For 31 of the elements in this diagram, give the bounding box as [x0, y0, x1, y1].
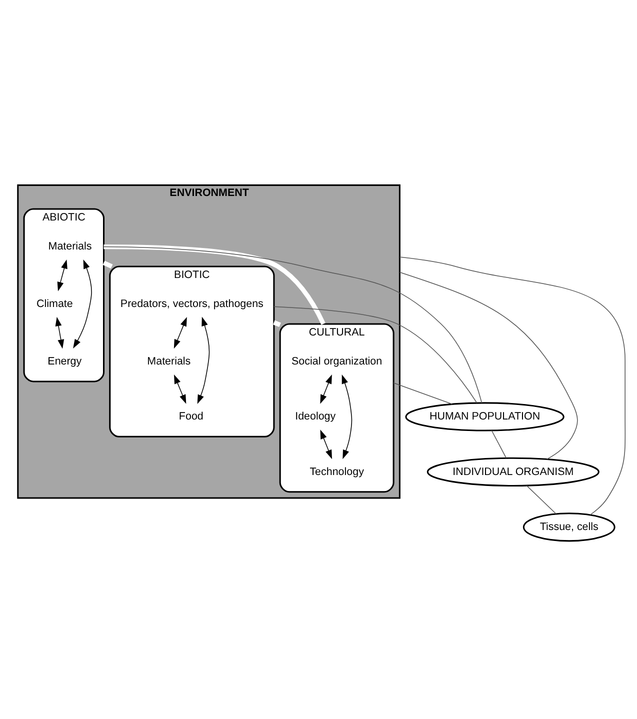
arrow — [174, 316, 187, 348]
node-text: Climate — [36, 297, 73, 310]
arrow — [55, 316, 64, 348]
arrow — [174, 374, 186, 404]
connector — [399, 271, 578, 460]
node-text: Technology — [310, 465, 364, 478]
connector — [393, 382, 453, 404]
arrow — [342, 374, 352, 459]
node-text: Predators, vectors, pathogens — [120, 297, 264, 310]
connector — [274, 306, 478, 403]
connector — [104, 244, 326, 324]
arrow — [57, 258, 68, 291]
arrow — [197, 316, 210, 404]
node-text: Ideology — [295, 410, 336, 422]
connector — [526, 484, 556, 514]
node-text: Materials — [147, 354, 191, 367]
arrow — [320, 374, 332, 404]
arrow — [73, 258, 92, 348]
connector — [102, 260, 113, 268]
arrow — [320, 429, 332, 459]
node-text: Energy — [48, 354, 82, 367]
connector — [273, 320, 281, 327]
connector — [399, 256, 626, 515]
node-ellipse: Tissue, cells — [522, 512, 616, 542]
connector — [103, 246, 482, 403]
node-text: Materials — [48, 240, 92, 252]
connector — [491, 430, 507, 458]
node-ellipse: HUMAN POPULATION — [405, 402, 564, 431]
node-ellipse: INDIVIDUAL ORGANISM — [426, 456, 600, 486]
node-text: Social organization — [292, 354, 382, 367]
node-text: Food — [178, 410, 204, 422]
